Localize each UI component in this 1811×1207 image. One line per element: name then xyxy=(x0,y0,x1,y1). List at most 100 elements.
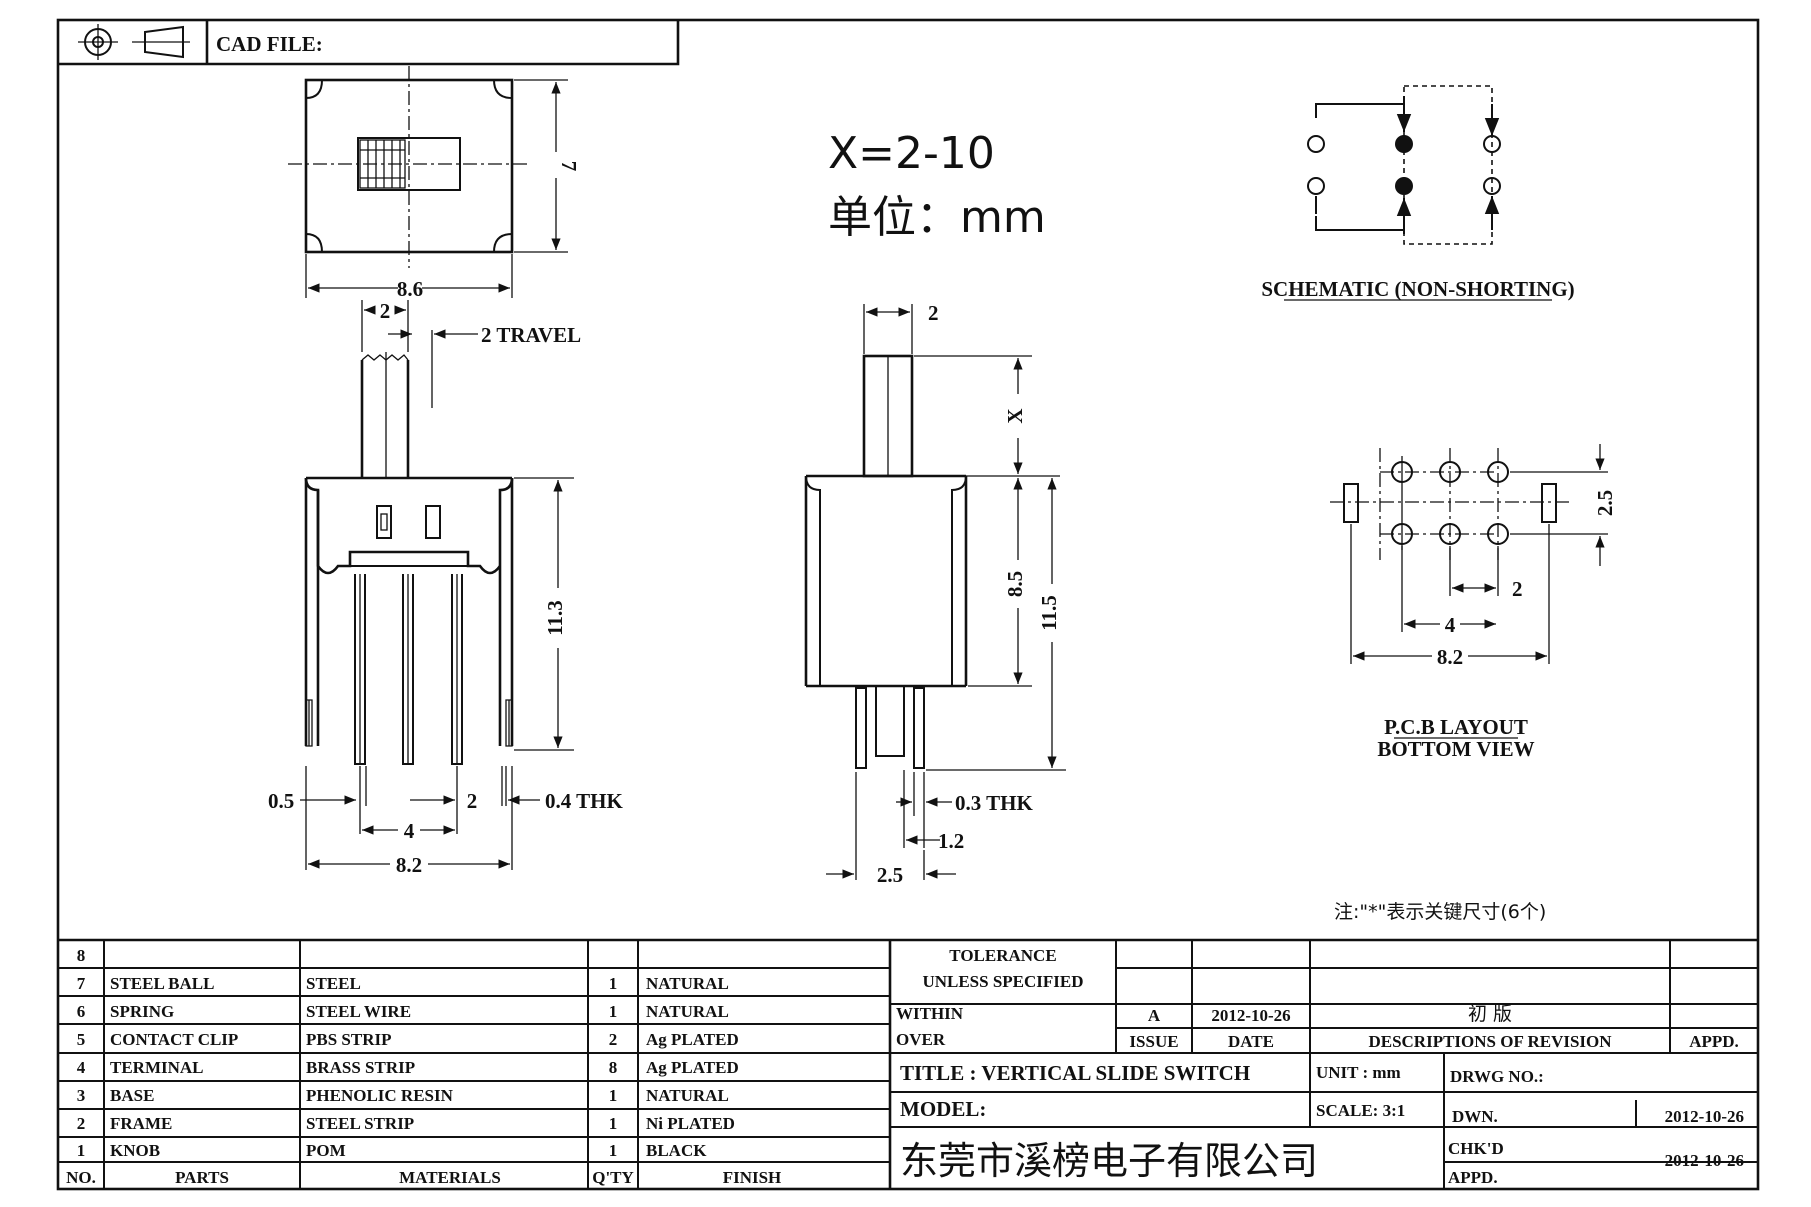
front-pin-offset-dim: 1.2 xyxy=(938,829,964,853)
bom-cell: Ag PLATED xyxy=(646,1030,739,1049)
pad-hole-icon xyxy=(1439,523,1461,545)
revision-issue: A xyxy=(1148,1006,1161,1025)
table-row: 4 TERMINAL BRASS STRIP 8 Ag PLATED xyxy=(77,1058,739,1077)
common-terminal-icon xyxy=(1395,177,1413,195)
bom-cell: CONTACT CLIP xyxy=(110,1030,238,1049)
bom-cell: 1 xyxy=(77,1141,86,1160)
bom-cell: NATURAL xyxy=(646,1002,729,1021)
table-row: 8 xyxy=(77,946,86,965)
slot-pad-icon xyxy=(1541,483,1557,523)
bom-cell: NATURAL xyxy=(646,974,729,993)
front-thk-dim: 0.3 THK xyxy=(955,791,1033,815)
key-dimension-note: 注:"*"表示关键尺寸(6个) xyxy=(1334,901,1546,923)
appd-header: APPD. xyxy=(1689,1032,1739,1051)
side-thk-dim: 0.4 THK xyxy=(545,789,623,813)
table-row: 6 SPRING STEEL WIRE 1 NATURAL xyxy=(77,1002,729,1021)
unit-label: UNIT : mm xyxy=(1316,1063,1401,1082)
top-view: 8.6 7 xyxy=(288,66,581,301)
bom-cell: 7 xyxy=(77,974,86,993)
descriptions-header: DESCRIPTIONS OF REVISION xyxy=(1368,1032,1612,1051)
cad-file-label: CAD FILE: xyxy=(216,32,323,56)
title-block: TITLE : VERTICAL SLIDE SWITCH UNIT : mm … xyxy=(900,1061,1744,1187)
unless-specified-label: UNLESS SPECIFIED xyxy=(922,972,1083,991)
bom-table: 8 7 STEEL BALL STEEL 1 NATURAL 6 SPRING … xyxy=(77,946,739,1160)
within-label: WITHIN xyxy=(896,1004,964,1023)
pcb-inner-span-dim: 4 xyxy=(1445,613,1456,637)
side-knob-dim: 2 xyxy=(380,299,391,323)
sheet-border xyxy=(56,18,1760,1191)
edge-offset-dim: 0.5 xyxy=(268,789,294,813)
front-overall-height-dim: 11.5 xyxy=(1037,595,1061,631)
top-width-dim: 8.6 xyxy=(397,277,423,301)
side-pitch-right-dim: 2 xyxy=(467,789,478,813)
bom-cell: 1 xyxy=(609,1114,618,1133)
bom-cell: NATURAL xyxy=(646,1086,729,1105)
common-terminal-icon xyxy=(1395,135,1413,153)
bom-cell: TERMINAL xyxy=(110,1058,204,1077)
bom-cell: 8 xyxy=(609,1058,618,1077)
dwn-label: DWN. xyxy=(1452,1107,1498,1126)
bom-cell: BRASS STRIP xyxy=(306,1058,415,1077)
side-height-dim: 11.3 xyxy=(543,600,567,636)
pad-hole-icon xyxy=(1487,523,1509,545)
bom-cell: 6 xyxy=(77,1002,86,1021)
bom-cell: 2 xyxy=(609,1030,618,1049)
chk-date: 2012-10-26 xyxy=(1665,1151,1744,1170)
schematic-caption: SCHEMATIC (NON-SHORTING) xyxy=(1261,277,1574,301)
bom-cell: 1 xyxy=(609,1141,618,1160)
drawing-title: TITLE : VERTICAL SLIDE SWITCH xyxy=(900,1061,1250,1085)
bom-header-parts: PARTS xyxy=(175,1168,229,1187)
date-header: DATE xyxy=(1228,1032,1274,1051)
bom-cell: 3 xyxy=(77,1086,86,1105)
table-row: 2 FRAME STEEL STRIP 1 Ni PLATED xyxy=(77,1114,735,1133)
issue-header: ISSUE xyxy=(1129,1032,1178,1051)
scale-label: SCALE: 3:1 xyxy=(1316,1101,1405,1120)
revision-date: 2012-10-26 xyxy=(1211,1006,1290,1025)
bom-cell: 5 xyxy=(77,1030,86,1049)
pcb-outer-span-dim: 8.2 xyxy=(1437,645,1463,669)
bom-cell: Ni PLATED xyxy=(646,1114,735,1133)
front-x-dim: X xyxy=(1003,408,1027,423)
pcb-layout: 2.5 2 4 8.2 P.C.B LAYOUT BOTTOM VIEW xyxy=(1330,444,1617,761)
pcb-caption-1: P.C.B LAYOUT xyxy=(1384,715,1528,739)
bom-cell: PHENOLIC RESIN xyxy=(306,1086,454,1105)
pcb-row-spacing-dim: 2.5 xyxy=(1593,490,1617,516)
bom-cell: SPRING xyxy=(110,1002,174,1021)
bom-header-materials: MATERIALS xyxy=(399,1168,501,1187)
title-block-grid xyxy=(58,938,1758,1189)
pad-hole-icon xyxy=(1439,461,1461,483)
bom-header-qty: Q'TY xyxy=(592,1168,634,1187)
bom-cell: 1 xyxy=(609,974,618,993)
bom-header-no: NO. xyxy=(66,1168,96,1187)
table-row: 5 CONTACT CLIP PBS STRIP 2 Ag PLATED xyxy=(77,1030,739,1049)
dwn-date: 2012-10-26 xyxy=(1665,1107,1744,1126)
bom-cell: 1 xyxy=(609,1002,618,1021)
chkd-label: CHK'D xyxy=(1448,1139,1504,1158)
front-view: 2 X 8.5 11.5 0.3 THK xyxy=(804,301,1066,887)
travel-dim: 2 TRAVEL xyxy=(481,323,581,347)
pcb-caption-2: BOTTOM VIEW xyxy=(1377,737,1534,761)
bom-cell: FRAME xyxy=(110,1114,172,1133)
bom-cell: STEEL BALL xyxy=(110,974,214,993)
bom-cell: STEEL xyxy=(306,974,361,993)
pad-hole-icon xyxy=(1487,461,1509,483)
terminal-icon xyxy=(1483,177,1501,195)
bom-cell: PBS STRIP xyxy=(306,1030,392,1049)
terminal-icon xyxy=(1307,135,1325,153)
bom-cell: 8 xyxy=(77,946,86,965)
front-pin-spacing-dim: 2.5 xyxy=(877,863,903,887)
bom-header: NO. PARTS MATERIALS Q'TY FINISH xyxy=(66,1168,781,1187)
company-name: 东莞市溪榜电子有限公司 xyxy=(900,1139,1318,1183)
table-row: 7 STEEL BALL STEEL 1 NATURAL xyxy=(77,974,729,993)
bom-cell: BASE xyxy=(110,1086,154,1105)
bom-header-finish: FINISH xyxy=(723,1168,782,1187)
side-pin-pitch-dim: 4 xyxy=(404,819,415,843)
drwg-no-label: DRWG NO.: xyxy=(1450,1067,1544,1086)
bom-cell: 1 xyxy=(609,1086,618,1105)
projection-symbol-icon xyxy=(78,24,190,60)
bom-cell: BLACK xyxy=(646,1141,707,1160)
bom-cell: Ag PLATED xyxy=(646,1058,739,1077)
x-range-note: X=2-10 xyxy=(828,128,995,179)
slot-pad-icon xyxy=(1343,483,1359,523)
